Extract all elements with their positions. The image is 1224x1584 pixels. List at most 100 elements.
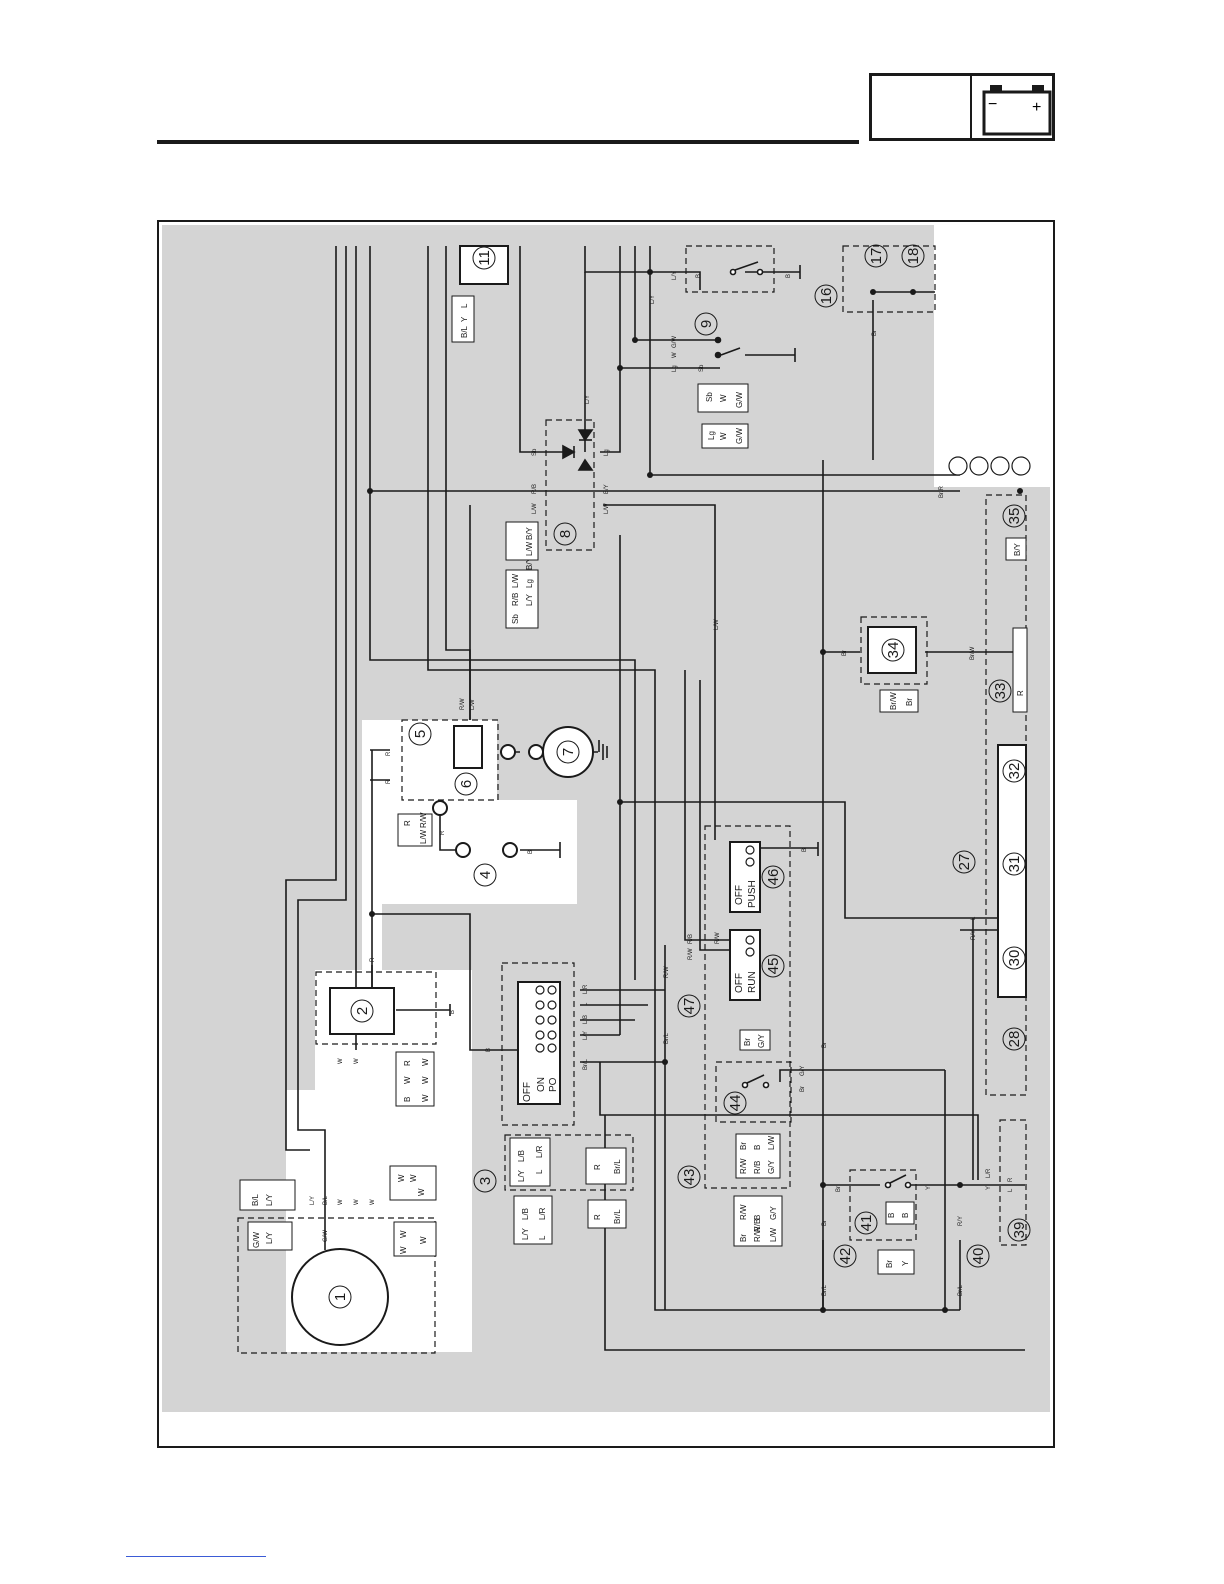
wire-label-r5: R [1008,1177,1014,1182]
wire-label-ly: L/Y [310,1196,316,1205]
wire-harness [285,246,1025,1351]
component-number-43: 43 [681,1169,698,1186]
symbol-marks [449,261,912,1189]
connector-43b: R/W B Br R/W R/B L/W G/Y [733,1195,783,1247]
component-number-28: 28 [1006,1031,1023,1048]
connector-8a-pin-2: R/B [511,593,520,606]
component-number-39: 39 [1011,1222,1028,1239]
component-number-6: 6 [458,780,475,788]
wire-label-l1: L [583,1002,589,1006]
connector-4-pin-2: L/W [419,829,428,844]
connector-3d-pin-2: Br/L [613,1209,622,1224]
connector-8a-pin-3: L/Y [525,593,534,606]
wire-label-r1: R [370,957,376,962]
connector-41a-pin-1: B [887,1213,896,1218]
connector-3b: L/Y L/B L L/R [513,1195,553,1245]
wire-label-b4: B [696,274,702,278]
connector-41b: Br Y [877,1249,915,1275]
connector-43a-pin-4: R/B [753,1161,762,1174]
push-switch-off-label: OFF [734,885,745,905]
connector-1b-pin-1: B/L [251,1193,260,1206]
connector-blocks: G/W L/Y B/L L/Y B W W W R W W W W W W [239,295,1028,1275]
component-number-42: 42 [837,1248,854,1265]
connector-2c-pin-1: W [399,1246,408,1254]
component-number-11: 11 [476,250,493,266]
wire-label-brl2: Br/L [583,1058,589,1070]
connector-43b-pin-6: L/W [769,1227,778,1242]
main-switch-po-label: PO [548,1077,559,1092]
component-number-34: 34 [885,642,902,659]
wire-label-rw: R/W [460,698,466,710]
component-number-4: 4 [477,871,494,879]
wire-label-br4: Br [822,1220,828,1226]
wire-label-lw1: L/W [470,699,476,710]
wire-label-sb2: Sb [699,364,705,372]
run-switch-run-label: RUN [747,971,758,993]
main-switch-on-label: ON [536,1077,547,1092]
connector-34-pin-1: Br/W [889,692,898,710]
wire-label-ly4: L/Y [672,271,678,280]
wire-label-brl3: Br/L [822,1284,828,1296]
wire-label-gy1: G/Y [800,1066,806,1076]
wire-label-w6: W [672,352,678,358]
push-switch-push-label: PUSH [747,880,758,908]
connector-35: B/Y [1005,537,1027,561]
wire-label-ry2: R/Y [971,930,977,940]
connector-1b: B/L L/Y [239,1179,296,1211]
component-numbers: 1 2 3 4 5 6 7 8 9 11 16 17 18 27 28 30 3… [328,244,1031,1309]
connector-9a-pin-2: W [719,394,728,402]
wire-label-y2: Y [986,1186,992,1190]
connector-43b-pin-1: R/W [739,1204,748,1220]
connector-11-pin-1: B/L [460,325,469,338]
connector-1a-pin-1: G/W [252,1232,261,1248]
footer-link-underline[interactable] [126,1556,266,1557]
connector-3d-pin-1: R [593,1214,602,1220]
component-number-3: 3 [477,1177,494,1185]
switch-grids [535,456,1031,1053]
wire-label-lg2: Lg [672,365,678,372]
component-number-32: 32 [1006,763,1023,780]
wire-label-w2: W [354,1199,360,1205]
wire-label-ry1: R/Y [958,1216,964,1226]
connector-9b-pin-2: W [719,432,728,440]
wire-label-rw2: R/W [688,948,694,960]
connector-3b-pin-3: L [538,1235,547,1240]
connector-2a-pin-1: B [403,1097,412,1102]
connector-44-pin-1: Br [743,1038,752,1046]
connector-9a-pin-1: Sb [705,392,714,402]
connector-9b-pin-3: G/W [735,428,744,444]
component-number-9: 9 [698,320,715,328]
connector-2b-pin-1: W [397,1174,406,1182]
connector-8a: Sb R/B L/Y L/W Lg B/Y [505,556,539,629]
connector-3c: R Br/L [585,1147,627,1185]
connector-2b-pin-3: W [417,1188,426,1196]
connector-1a: G/W L/Y [247,1221,293,1251]
connector-2a-pin-5: R [403,1060,412,1066]
wire-label-rb2: R/B [688,934,694,944]
main-switch-off-label: OFF [522,1082,533,1102]
wire-label-lw4: L/W [714,619,720,630]
connector-3c-pin-2: Br/L [613,1159,622,1174]
wire-label-lw2: L/W [532,503,538,514]
wire-label-bl: B/L [323,1195,329,1205]
wire-label-w3: W [370,1199,376,1205]
component-number-1: 1 [332,1293,349,1301]
connector-2c-pin-3: W [419,1236,428,1244]
component-number-45: 45 [765,958,782,975]
wire-label-brw: Br/W [970,646,976,660]
wire-label-ly5: L/Y [583,1031,589,1040]
component-number-7: 7 [560,748,577,756]
connector-8a-pin-4: L/W [511,573,520,588]
wire-label-br1: Br [822,1042,828,1048]
connector-43a: Br B R/W R/B G/Y L/W [735,1133,781,1179]
wire-label-rw4: R/W [664,966,670,978]
wire-label-lg1: Lg [604,449,610,456]
wire-label-lr2: L/R [986,1168,992,1178]
wire-label-gw: G/W [323,1230,329,1242]
connector-8a-pin-5: Lg [525,579,534,588]
connector-33: R [1012,627,1028,713]
connector-3a-pin-2: L/B [517,1150,526,1162]
wire-label-b3: B [528,850,534,854]
connector-43b-pin-7: G/Y [769,1206,778,1220]
connector-41b-pin-1: Br [885,1260,894,1268]
